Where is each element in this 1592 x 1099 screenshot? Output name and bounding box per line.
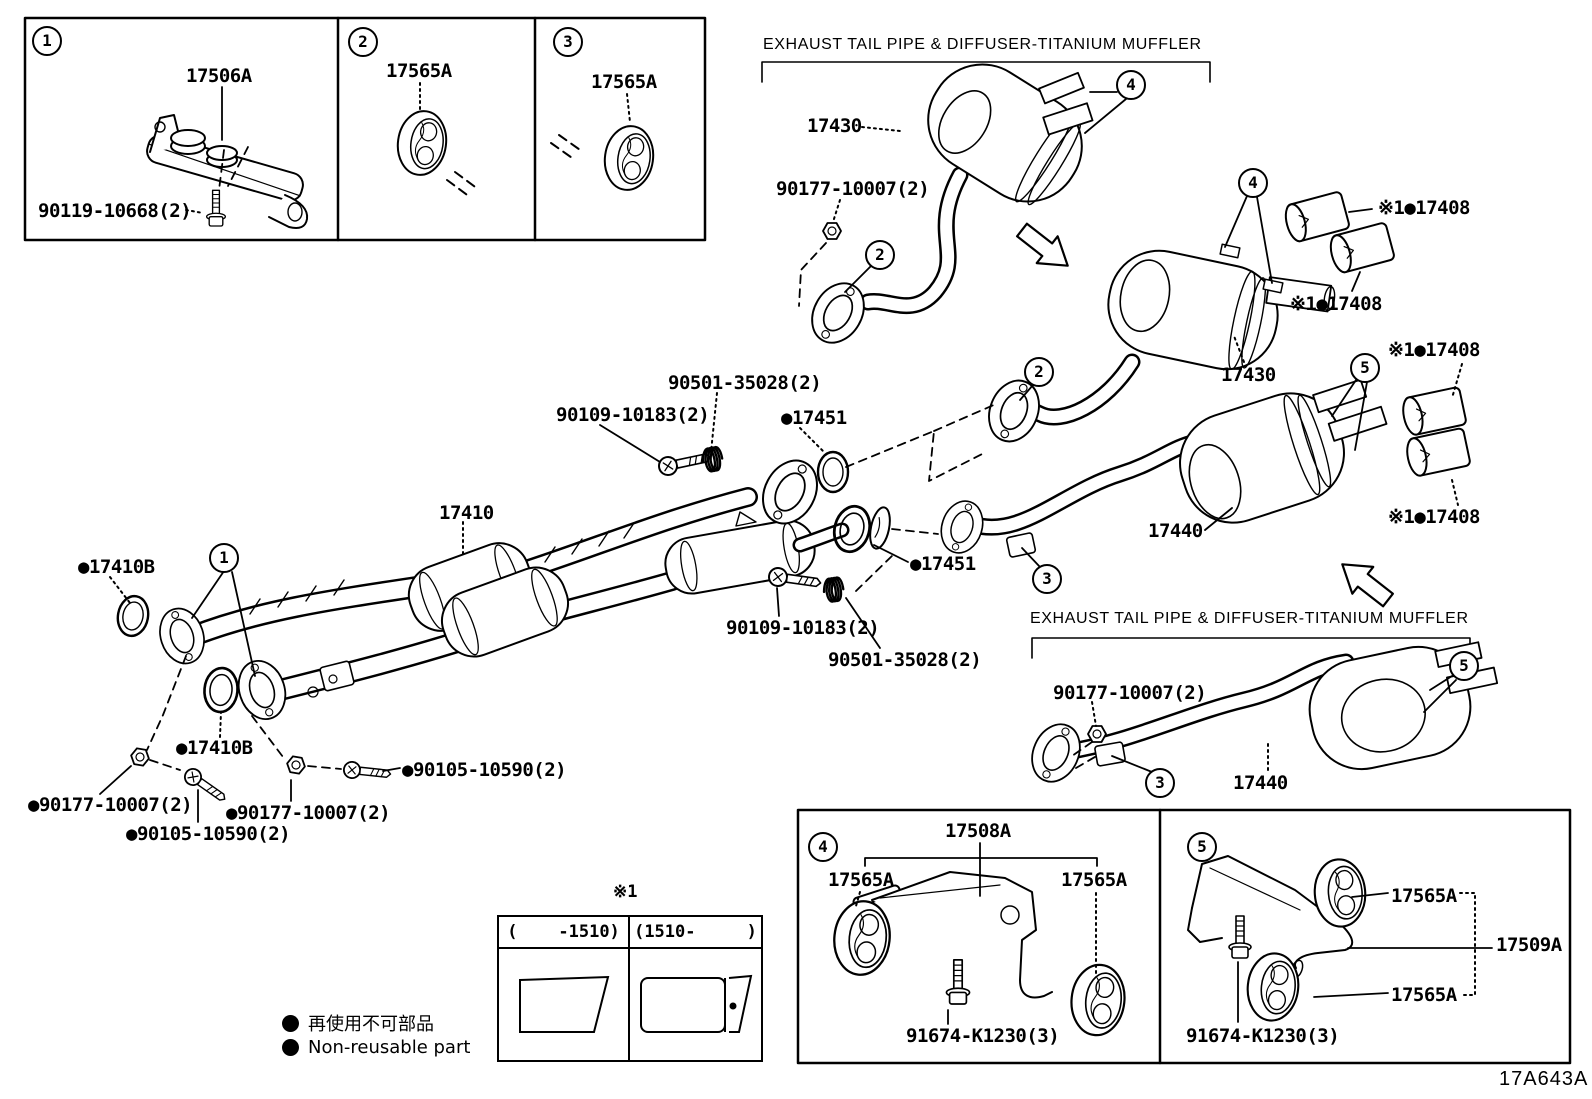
part-drawing-17440-second [1022, 641, 1499, 791]
callout-number-1: 1 [209, 543, 239, 573]
callout-number-3: 3 [1145, 768, 1175, 798]
part-label-17451-a: ●17451 [781, 407, 847, 429]
part-label-17565A-e: 17565A [1391, 885, 1457, 907]
note-reference: ※1 [613, 882, 638, 902]
callout-number-1: 1 [32, 26, 62, 56]
part-label-17508A: 17508A [945, 820, 1011, 842]
upper-section-title: EXHAUST TAIL PIPE & DIFFUSER-TITANIUM MU… [763, 36, 1202, 53]
part-label-91674-K1230-b: 91674-K1230(3) [1186, 1025, 1340, 1047]
variant-shape-early-cell [499, 949, 630, 1060]
part-drawing-17508A [829, 871, 1130, 1039]
callout-number-5: 5 [1187, 832, 1217, 862]
part-label-17451-b: ●17451 [910, 553, 976, 575]
legend-text-jp: 再使用不可部品 [308, 1014, 434, 1035]
part-label-17565A-f: 17565A [1391, 984, 1457, 1006]
part-label-90105-10590-b: ●90105-10590(2) [402, 759, 567, 781]
variant-table: ( -1510) (1510- ) [497, 915, 763, 1062]
legend-text-en: Non-reusable part [308, 1037, 471, 1058]
callout-number-2: 2 [348, 27, 378, 57]
part-label-17410: 17410 [439, 502, 494, 524]
part-label-17440-a: 17440 [1148, 520, 1203, 542]
part-label-17565A-box2: 17565A [386, 60, 452, 82]
callout-number-2: 2 [1024, 357, 1054, 387]
part-drawing-17565A-box2 [392, 106, 452, 180]
part-drawing-17410 [113, 450, 891, 727]
part-label-17506A: 17506A [186, 65, 252, 87]
callout-number-4: 4 [1238, 168, 1268, 198]
part-drawing-17430-first [800, 63, 1094, 353]
part-label-90501-35028-b: 90501-35028(2) [828, 649, 982, 671]
flow-arrow-up-left [1330, 549, 1400, 615]
leader-lines-dotted [109, 82, 1476, 996]
part-drawing-17430-second [979, 190, 1397, 450]
part-label-90105-10590-a: ●90105-10590(2) [126, 823, 291, 845]
legend-row-jp: 再使用不可部品 [282, 1010, 434, 1036]
diagram-code: 17A643A [1499, 1068, 1589, 1090]
callout-number-2: 2 [865, 240, 895, 270]
assembly-lines-dashed [146, 146, 1101, 771]
tip-shape-early [518, 975, 609, 1033]
variant-shape-late-cell [630, 949, 761, 1060]
tip-shape-late [639, 974, 752, 1033]
upper-section-bracket [761, 61, 1211, 83]
part-label-17440-b: 17440 [1233, 772, 1288, 794]
part-label-17565A-box3: 17565A [591, 71, 657, 93]
part-label-17565A-d: 17565A [1061, 869, 1127, 891]
callout-number-5: 5 [1350, 353, 1380, 383]
part-label-17430-b: 17430 [1221, 364, 1276, 386]
part-label-17430-a: 17430 [807, 115, 862, 137]
part-label-90177-10007-c: ●90177-10007(2) [226, 802, 391, 824]
part-label-90119-10668: 90119-10668(2) [38, 200, 192, 222]
callout-number-3: 3 [553, 27, 583, 57]
callout-number-5: 5 [1449, 651, 1479, 681]
flow-arrow-down-right [1010, 215, 1080, 281]
callout-number-4: 4 [1116, 70, 1146, 100]
part-label-90177-10007-a: 90177-10007(2) [776, 178, 930, 200]
part-label-17509A: 17509A [1496, 934, 1562, 956]
inset-box-frame-top [23, 16, 707, 242]
part-drawing-17509A [1187, 855, 1369, 1025]
part-label-90177-10007-b: ●90177-10007(2) [28, 794, 193, 816]
part-drawing-17440-first [934, 378, 1472, 560]
part-label-90501-35028-a: 90501-35028(2) [668, 372, 822, 394]
callout-number-4: 4 [808, 832, 838, 862]
variant-col-early: ( -1510) [499, 917, 630, 949]
non-reusable-bullet-icon [282, 1039, 299, 1056]
variant-col-late: (1510- ) [630, 917, 761, 949]
part-label-90177-10007-d: 90177-10007(2) [1053, 682, 1207, 704]
lower-section-title: EXHAUST TAIL PIPE & DIFFUSER-TITANIUM MU… [1030, 610, 1469, 627]
legend-row-en: Non-reusable part [282, 1037, 470, 1058]
part-label-17408-b: ※1●17408 [1290, 293, 1383, 315]
part-label-91674-K1230-a: 91674-K1230(3) [906, 1025, 1060, 1047]
part-label-17565A-c: 17565A [828, 869, 894, 891]
callout-number-3: 3 [1032, 564, 1062, 594]
part-drawing-17565A-box3 [599, 121, 659, 195]
part-label-17408-d: ※1●17408 [1388, 506, 1481, 528]
part-label-90109-10183-b: 90109-10183(2) [726, 617, 880, 639]
inset-box-frame-bottom [796, 808, 1572, 1065]
part-label-17410B-a: ●17410B [78, 556, 155, 578]
part-label-17410B-b: ●17410B [176, 737, 253, 759]
part-label-17408-a: ※1●17408 [1378, 197, 1471, 219]
part-label-90109-10183-a: 90109-10183(2) [556, 404, 710, 426]
leader-lines-solid [99, 86, 1493, 1025]
non-reusable-bullet-icon [282, 1014, 299, 1032]
part-label-17408-c: ※1●17408 [1388, 339, 1481, 361]
